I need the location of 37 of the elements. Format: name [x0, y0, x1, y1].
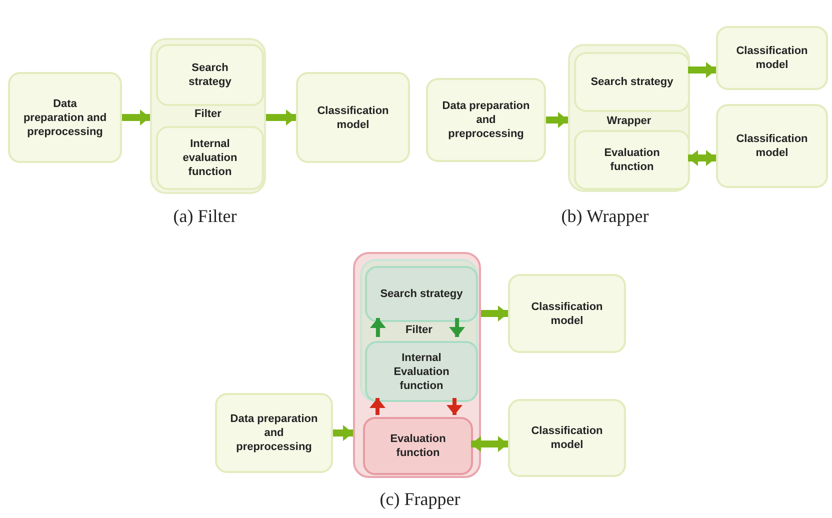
- process-box: Classification model: [508, 274, 626, 353]
- process-box: Search strategy: [156, 44, 264, 106]
- group-box: [360, 259, 478, 402]
- process-box: Search strategy: [574, 52, 690, 112]
- process-box: Classification model: [296, 72, 410, 163]
- arrow: [370, 398, 386, 415]
- arrow: [546, 112, 568, 128]
- group-box: [353, 252, 481, 478]
- group-label: Filter: [194, 107, 222, 121]
- group-box: [150, 38, 266, 194]
- process-box: Internal Evaluation function: [365, 341, 478, 402]
- figure-caption: (c) Frapper: [378, 488, 462, 510]
- arrow: [688, 62, 716, 78]
- process-box: Classification model: [716, 104, 828, 188]
- arrow: [370, 318, 386, 337]
- arrow: [266, 110, 296, 126]
- process-box: Search strategy: [365, 266, 478, 322]
- arrow: [446, 398, 462, 415]
- arrow: [449, 318, 466, 337]
- group-label: Wrapper: [606, 114, 652, 128]
- figure-caption: (a) Filter: [172, 205, 238, 227]
- arrow: [333, 425, 353, 441]
- process-box: Internal evaluation function: [156, 126, 264, 190]
- process-box: Classification model: [508, 399, 626, 477]
- group-box: [568, 44, 690, 192]
- group-label: Filter: [406, 323, 432, 337]
- process-box: Classification model: [716, 26, 828, 90]
- process-box: Evaluation function: [363, 417, 473, 475]
- process-box: Evaluation function: [574, 130, 690, 190]
- arrow: [471, 436, 508, 452]
- arrow: [122, 110, 150, 126]
- process-box: Data preparation and preprocessing: [8, 72, 122, 163]
- process-box: Data preparation and preprocessing: [215, 393, 333, 473]
- arrow: [481, 306, 508, 322]
- process-box: Data preparation and preprocessing: [426, 78, 546, 162]
- figure-caption: (b) Wrapper: [560, 205, 650, 227]
- arrow: [688, 150, 716, 166]
